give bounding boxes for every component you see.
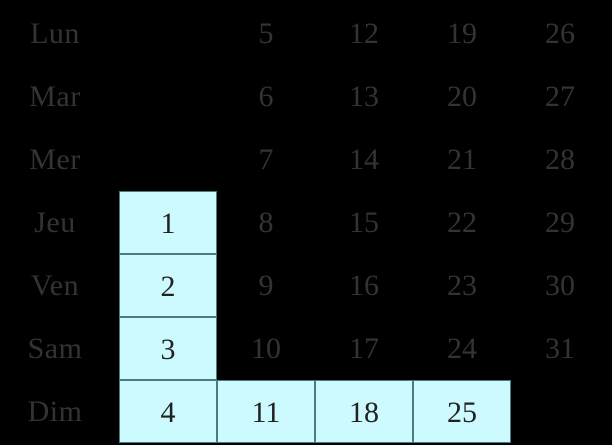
day-cell-6[interactable]: 6 [258, 80, 274, 113]
day-cell-8[interactable]: 8 [258, 206, 274, 239]
day-cell-2[interactable]: 2 [119, 254, 217, 317]
day-cell-29[interactable]: 29 [545, 206, 575, 239]
day-label-sam: Sam [27, 332, 83, 365]
day-cell-30[interactable]: 30 [545, 269, 575, 302]
day-cell-empty [119, 128, 217, 191]
day-cell-3[interactable]: 3 [119, 317, 217, 380]
day-label-dim: Dim [27, 395, 83, 428]
day-cell-21[interactable]: 21 [447, 143, 477, 176]
day-cell-17[interactable]: 17 [349, 332, 379, 365]
day-cell-empty [511, 380, 609, 443]
day-label-jeu: Jeu [34, 206, 76, 239]
day-cell-24[interactable]: 24 [447, 332, 477, 365]
day-cell-26[interactable]: 26 [545, 17, 575, 50]
day-cell-5[interactable]: 5 [258, 17, 274, 50]
day-cell-4[interactable]: 4 [119, 380, 217, 443]
day-cell-31[interactable]: 31 [545, 332, 575, 365]
day-label-mer: Mer [29, 143, 81, 176]
day-cell-16[interactable]: 16 [349, 269, 379, 302]
day-label-ven: Ven [30, 269, 80, 302]
day-label-mar: Mar [29, 80, 81, 113]
day-cell-13[interactable]: 13 [349, 80, 379, 113]
day-label-lun: Lun [30, 17, 80, 50]
day-cell-11[interactable]: 11 [217, 380, 315, 443]
day-cell-22[interactable]: 22 [447, 206, 477, 239]
day-cell-23[interactable]: 23 [447, 269, 477, 302]
day-cell-28[interactable]: 28 [545, 143, 575, 176]
day-cell-1[interactable]: 1 [119, 191, 217, 254]
day-cell-9[interactable]: 9 [258, 269, 274, 302]
day-cell-18[interactable]: 18 [315, 380, 413, 443]
day-cell-12[interactable]: 12 [349, 17, 379, 50]
day-cell-empty [119, 2, 217, 65]
day-cell-15[interactable]: 15 [349, 206, 379, 239]
day-cell-7[interactable]: 7 [258, 143, 274, 176]
day-cell-25[interactable]: 25 [413, 380, 511, 443]
day-cell-27[interactable]: 27 [545, 80, 575, 113]
day-cell-empty [119, 65, 217, 128]
day-cell-20[interactable]: 20 [447, 80, 477, 113]
day-cell-19[interactable]: 19 [447, 17, 477, 50]
day-cell-14[interactable]: 14 [349, 143, 379, 176]
day-cell-10[interactable]: 10 [251, 332, 281, 365]
